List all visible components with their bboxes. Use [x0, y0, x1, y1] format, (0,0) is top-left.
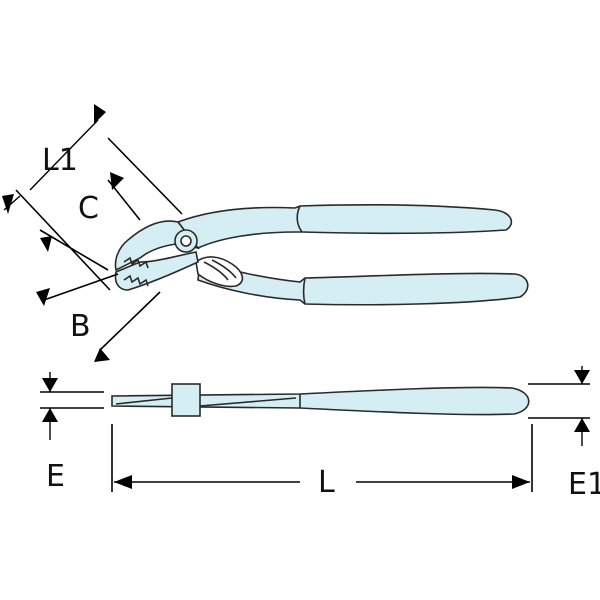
lower-jaw — [114, 251, 199, 291]
label-l: L — [318, 465, 335, 500]
upper-handle — [176, 204, 513, 249]
dimension-c — [39, 172, 141, 271]
label-c: C — [78, 191, 99, 226]
label-l1: L1 — [42, 143, 78, 178]
dimension-l — [111, 424, 533, 492]
label-e: E — [46, 459, 65, 494]
top-view-pivot-block — [171, 383, 201, 417]
dimension-l1 — [2, 104, 183, 291]
dimension-e — [40, 372, 104, 440]
dimension-e1 — [528, 366, 590, 446]
pliers-side-view — [114, 204, 529, 306]
label-e1: E1 — [568, 467, 600, 502]
label-b: B — [70, 309, 91, 344]
lower-handle — [197, 260, 529, 306]
dimension-b — [36, 273, 161, 362]
pliers-top-view — [111, 383, 530, 417]
jaw-teeth — [123, 256, 149, 287]
top-view-body — [111, 386, 530, 416]
